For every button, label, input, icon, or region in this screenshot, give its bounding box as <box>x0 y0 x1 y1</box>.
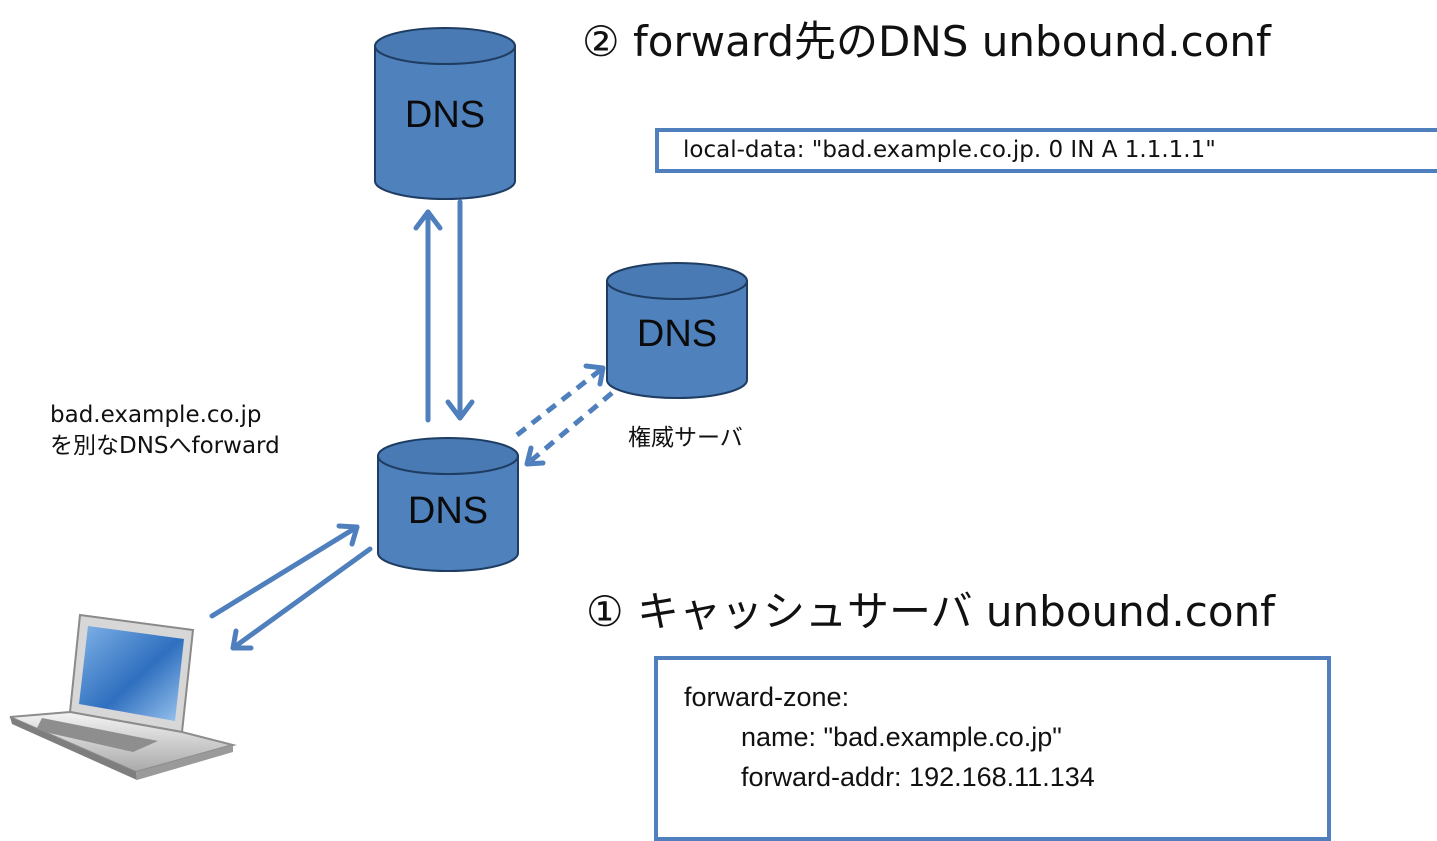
config-line-forward-addr: forward-addr: 192.168.11.134 <box>741 762 1095 792</box>
cache-server-config-box: forward-zone: name: "bad.example.co.jp" … <box>654 656 1331 841</box>
arrow-cache-to-top <box>413 209 443 423</box>
authoritative-caption: 権威サーバ <box>628 425 743 451</box>
cache-server-title: ① キャッシュサーバ unbound.conf <box>586 587 1275 636</box>
arrow-top-to-cache <box>445 199 475 421</box>
arrow-cache-to-authoritative <box>515 363 606 437</box>
cache-note-line2: を別なDNSへforward <box>50 433 280 459</box>
cache-note: bad.example.co.jp を別なDNSへforward <box>50 400 280 462</box>
arrow-cache-to-client <box>230 546 373 651</box>
forward-dns-title: ② forward先のDNS unbound.conf <box>582 17 1271 66</box>
config-line-name: name: "bad.example.co.jp" <box>741 722 1062 752</box>
forward-dns-config-box: local-data: "bad.example.co.jp. 0 IN A 1… <box>655 128 1437 173</box>
dns-authoritative-label: DNS <box>636 313 718 355</box>
arrow-authoritative-to-cache <box>524 391 614 467</box>
dns-cache-label: DNS <box>407 490 489 532</box>
arrow-client-to-cache <box>209 523 360 619</box>
dns-top-label: DNS <box>404 94 486 136</box>
config-line-forward-zone: forward-zone: <box>684 682 850 712</box>
dns-authoritative-icon <box>606 262 748 399</box>
dns-server-top-icon <box>374 27 516 200</box>
laptop-icon <box>9 613 237 780</box>
cache-note-line1: bad.example.co.jp <box>50 402 262 428</box>
forward-dns-config-line: local-data: "bad.example.co.jp. 0 IN A 1… <box>683 137 1216 163</box>
dns-cache-icon <box>377 437 519 572</box>
